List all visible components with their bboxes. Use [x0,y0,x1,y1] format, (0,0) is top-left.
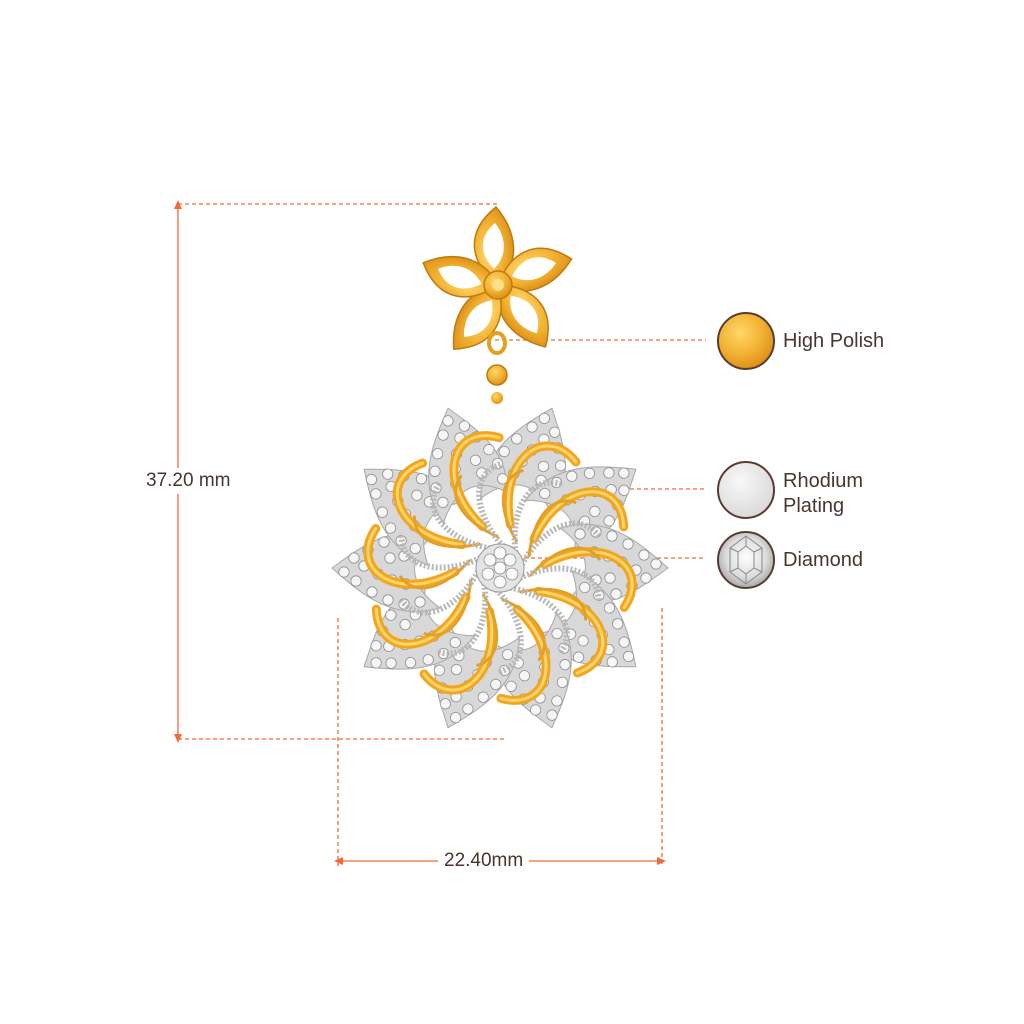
inner-swirl [398,515,486,571]
gold-swirl [503,441,581,530]
gold-swirl [363,524,460,589]
stud-petal [422,255,499,298]
legend-label-diamond: Diamond [783,549,864,571]
gold-swirl [529,487,629,544]
arrow-up-icon [174,200,182,209]
inner-swirl [517,520,603,577]
arrow-right-icon [657,857,666,865]
inner-swirl [430,474,499,552]
legend-label-high-polish: High Polish [783,330,885,352]
height-dimension-label: 37.20 mm [146,468,231,494]
legend [717,312,775,589]
arrow-down-icon [174,734,182,743]
stud-petal [497,247,573,292]
center-diamond [493,575,507,589]
gold-swirl [392,458,467,550]
connector [486,331,508,404]
stud-petal [496,284,549,348]
arrow-heads [174,200,666,865]
stud-flower [422,205,573,351]
gold-swirl [371,592,471,649]
inner-swirl [501,584,570,662]
center-diamond [505,567,519,581]
rhodium-swatch-icon [717,461,775,519]
dimension-guides [177,203,706,866]
center-diamond [481,567,495,581]
center-diamond [493,561,507,575]
inner-swirl [476,460,524,552]
center-diamond [493,546,507,560]
center-diamond [503,553,517,567]
legend-label-rhodium-plating: Rhodium Plating [783,470,864,517]
pendant-flower [331,407,669,729]
inner-swirl [397,559,483,616]
center-diamond [483,553,497,567]
inner-swirl [514,565,602,621]
gold-swirl [449,431,504,532]
arrow-left-icon [334,857,343,865]
inner-swirl [476,584,524,676]
gold-swirl [533,586,608,678]
gold-swirl [496,604,551,705]
diamond-swatch-icon [717,531,775,589]
gold-swirl [540,547,637,612]
gold-swirl [419,606,497,695]
inner-swirl [423,579,489,657]
width-dimension-label: 22.40mm [438,850,530,872]
inner-swirl [511,479,577,557]
gold-swatch-icon [717,312,775,370]
